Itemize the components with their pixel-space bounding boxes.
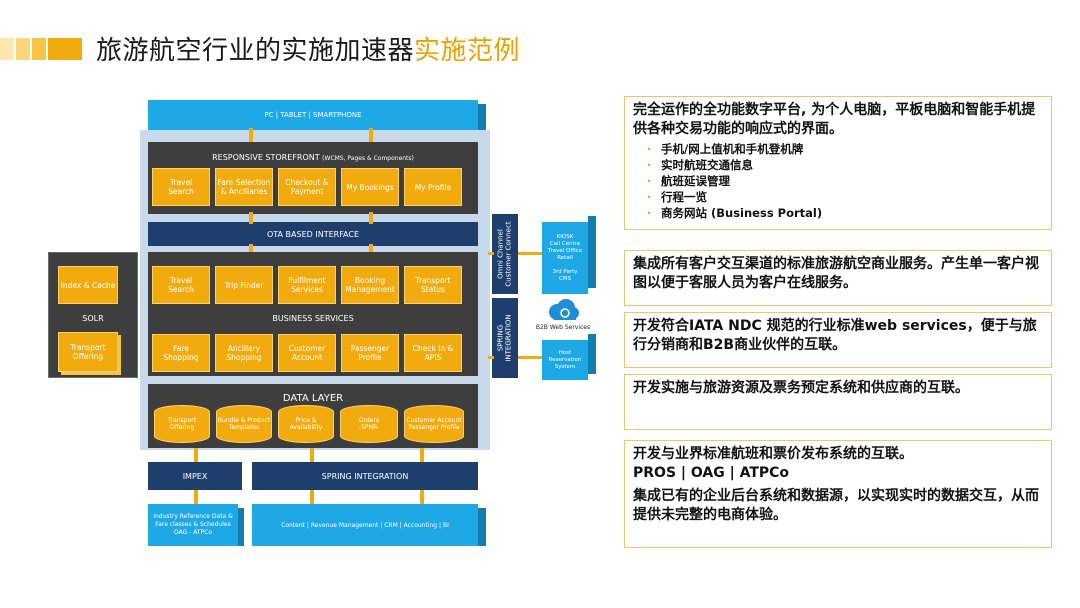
b2b-label: B2B Web Services: [535, 324, 591, 331]
business-item: Trip Finder: [215, 266, 273, 304]
list-item: 航班延误管理: [647, 173, 1043, 189]
kiosk-depth: [588, 216, 596, 288]
title-main: 旅游航空行业的实施加速器: [96, 36, 415, 66]
storefront-item: My Bookings: [341, 168, 399, 206]
connector-omni-frame: [488, 252, 494, 255]
spring-integration-bar: SPRING INTEGRATION: [252, 462, 478, 490]
arrow-spring-up-2: [420, 448, 424, 462]
solr-label: SOLR: [82, 314, 104, 323]
omni-channel: Omni Channel Customer Connect: [492, 214, 518, 294]
cloud-icon: [546, 298, 580, 322]
reservation-box: Host Reservation System: [542, 340, 588, 380]
ota-interface: OTA BASED INTERFACE: [148, 222, 478, 246]
business-item: Booking Management: [341, 266, 399, 304]
connector-spring-reservation: [518, 356, 542, 359]
business-item: Ancillary Shopping: [215, 334, 273, 372]
data-store: Orders -SPNR-: [340, 405, 398, 443]
storefront-item: Checkout & Payment: [278, 168, 336, 206]
arrow-ota-4: [369, 244, 373, 254]
storefront-title: RESPONSIVE STOREFRONT: [212, 153, 320, 162]
reference-data-box: Industry Reference Data & Fare classes &…: [148, 504, 238, 546]
info-box-1: 完全运作的全功能数字平台, 为个人电脑，平板电脑和智能手机提供各种交易功能的响应…: [624, 96, 1052, 230]
storefront-item: Fare Selection & Ancillaries: [215, 168, 273, 206]
title-bar-3: [32, 38, 46, 60]
devices-bar-depth: [478, 104, 486, 130]
title-highlight: 实施范例: [414, 36, 521, 66]
spring-side-label: SPRING INTEGRATION: [497, 314, 513, 362]
reservation-depth: [588, 334, 596, 374]
business-item: Customer Account: [278, 334, 336, 372]
kiosk-box: KIOSK Call Centre Travel Office Retail 3…: [542, 222, 588, 294]
content-box: Content | Revenue Management | CRM | Acc…: [252, 504, 478, 546]
title-bar-1: [0, 38, 14, 60]
arrow-ota-3: [249, 244, 253, 254]
info-box-5-line1: 开发与业界标准航班和票价发布系统的互联。: [633, 446, 913, 462]
omni-channel-label: Omni Channel Customer Connect: [497, 221, 514, 287]
reference-depth: [238, 508, 244, 546]
data-store: Price & Availability: [278, 405, 334, 443]
content-depth: [478, 508, 486, 546]
business-item: Fare Shopping: [152, 334, 210, 372]
data-store: Bundle & Product Templates: [216, 405, 272, 443]
storefront-note: (WCMS, Pages & Components): [322, 155, 414, 162]
info-box-5-line2: PROS | OAG | ATPCo: [633, 465, 790, 481]
info-box-5-line3: 集成已有的企业后台系统和数据源，以实现实时的数据交互，从而提供未完整的电商体验。: [633, 488, 1039, 523]
spring-side: SPRING INTEGRATION: [492, 298, 518, 378]
arrow-ota-1: [249, 212, 253, 224]
storefront-item: Travel Search: [152, 168, 210, 206]
business-item: Check In & APIS: [404, 334, 462, 372]
info-box-2: 集成所有客户交互渠道的标准旅游航空商业服务。产生单一客户视图以便于客服人员为客户…: [624, 250, 1052, 306]
list-item: 手机/网上值机和手机登机牌: [647, 141, 1043, 157]
info-box-4-text: 开发实施与旅游资源及票务预定系统和供应商的互联。: [633, 380, 969, 396]
arrow-impex-up: [194, 448, 198, 462]
data-layer-header: DATA LAYER: [282, 393, 344, 404]
info-box-4: 开发实施与旅游资源及票务预定系统和供应商的互联。: [624, 374, 1052, 430]
arrow-ota-2: [369, 212, 373, 224]
info-box-5: 开发与业界标准航班和票价发布系统的互联。 PROS | OAG | ATPCo …: [624, 440, 1052, 548]
business-item: Passenger Profile: [341, 334, 399, 372]
data-store: Transport Offering: [154, 405, 210, 443]
page-title: 旅游航空行业的实施加速器实施范例: [96, 30, 520, 67]
business-item: Travel Search: [152, 266, 210, 304]
arrow-devices-left: [249, 128, 253, 144]
info-box-3: 开发符合IATA NDC 规范的行业标准web services，便于与旅行分销…: [624, 312, 1052, 368]
list-item: 实时航班交通信息: [647, 157, 1043, 173]
business-header: BUSINESS SERVICES: [272, 314, 354, 323]
arrow-spring-down-2: [420, 490, 424, 504]
title-bar-4: [48, 38, 82, 60]
info-box-2-text: 集成所有客户交互渠道的标准旅游航空商业服务。产生单一客户视图以便于客服人员为客户…: [633, 256, 1039, 291]
arrow-devices-right: [369, 128, 373, 144]
connector-spring-frame: [488, 356, 494, 359]
connector-omni-kiosk: [518, 252, 542, 255]
arrow-spring-down-1: [310, 490, 314, 504]
devices-bar: PC | TABLET | SMARTPHONE: [148, 100, 478, 130]
solr-transport-offering: Transport Offering: [58, 332, 118, 372]
storefront-item: My Profile: [404, 168, 462, 206]
info-box-3-text: 开发符合IATA NDC 规范的行业标准web services，便于与旅行分销…: [633, 318, 1037, 353]
list-item: 行程一览: [647, 189, 1043, 205]
title-bar-2: [16, 38, 30, 60]
solr-index-cache: Index & Cache: [58, 266, 118, 304]
list-item: 商务网站 (Business Portal): [647, 205, 1043, 221]
info-box-1-heading: 完全运作的全功能数字平台, 为个人电脑，平板电脑和智能手机提供各种交易功能的响应…: [633, 102, 1036, 137]
business-item: Transport Status: [404, 266, 462, 304]
storefront-header: RESPONSIVE STOREFRONT (WCMS, Pages & Com…: [148, 153, 478, 162]
arrow-impex-down: [194, 490, 198, 504]
business-item: Fulfilment Services: [278, 266, 336, 304]
arrow-spring-up-1: [310, 448, 314, 462]
info-box-1-list: 手机/网上值机和手机登机牌 实时航班交通信息 航班延误管理 行程一览 商务网站 …: [633, 141, 1043, 221]
data-store: Customer Account Passenger Profile: [404, 405, 464, 443]
impex-bar: IMPEX: [148, 462, 242, 490]
